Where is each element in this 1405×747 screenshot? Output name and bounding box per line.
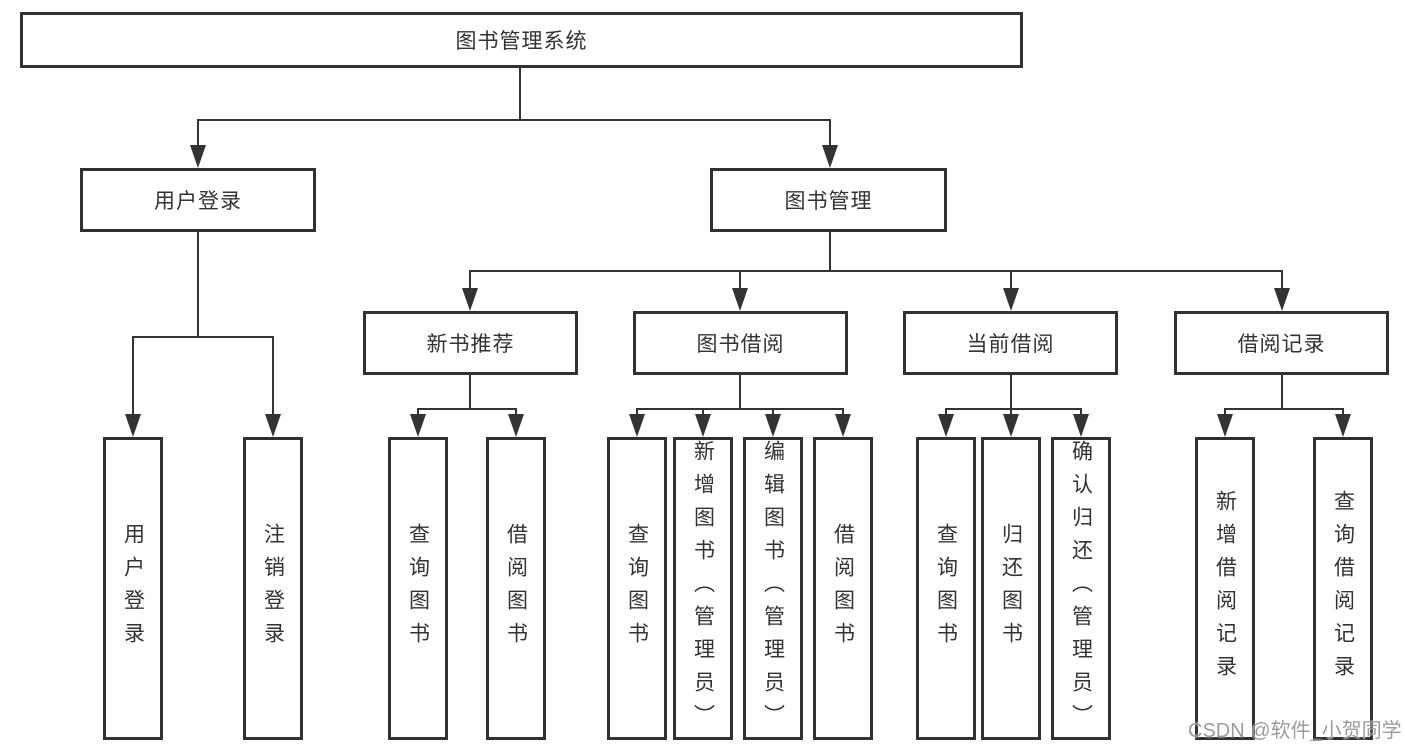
connector-vline (772, 410, 774, 415)
node-book-borrowing: 图书借阅 (633, 311, 848, 375)
node-new-book-recommend-label: 新书推荐 (426, 333, 515, 356)
watermark: CSDN @软件_小贺同学 (1188, 720, 1402, 742)
connector-vline (842, 410, 844, 415)
node-leaf-query-books-current: 查询图书 (916, 437, 976, 740)
node-leaf-query-books-borrowing: 查询图书 (607, 437, 667, 740)
arrowhead-down (765, 414, 781, 437)
arrowhead-down (1335, 414, 1351, 437)
connector-hline (469, 270, 1283, 272)
connector-vline (1010, 375, 1012, 409)
arrowhead-down (822, 145, 838, 168)
connector-vline (197, 232, 199, 337)
arrowhead-down (125, 414, 141, 437)
node-leaf-query-books-recommend-label: 查询图书 (406, 522, 430, 655)
node-book-management-label: 图书管理 (784, 190, 873, 213)
node-leaf-user-login-label: 用户登录 (121, 522, 145, 655)
node-leaf-logout-label: 注销登录 (261, 522, 285, 655)
node-new-book-recommend: 新书推荐 (363, 311, 578, 375)
connector-vline (829, 232, 831, 271)
connector-vline (636, 410, 638, 415)
connector-vline (702, 410, 704, 415)
node-root-label: 图书管理系统 (455, 30, 588, 53)
node-leaf-return-book: 归还图书 (981, 437, 1041, 740)
arrowhead-down (1217, 414, 1233, 437)
node-leaf-add-borrow-record: 新增借阅记录 (1195, 437, 1255, 740)
node-current-borrowing-label: 当前借阅 (966, 333, 1055, 356)
arrowhead-down (1073, 414, 1089, 437)
connector-vline (1010, 410, 1012, 415)
node-leaf-query-books-recommend: 查询图书 (388, 437, 448, 740)
arrowhead-down (190, 145, 206, 168)
node-leaf-return-book-label: 归还图书 (999, 522, 1023, 655)
connector-hline (945, 408, 1082, 410)
node-leaf-borrow-books-borrowing: 借阅图书 (813, 437, 873, 740)
arrowhead-down (410, 414, 426, 437)
node-root: 图书管理系统 (20, 12, 1023, 68)
node-user-login: 用户登录 (80, 168, 316, 232)
connector-vline (739, 375, 741, 409)
arrowhead-down (265, 414, 281, 437)
arrowhead-down (508, 414, 524, 437)
node-leaf-confirm-return-admin-label: 确认归还（管理员） (1069, 440, 1093, 737)
arrowhead-down (462, 288, 478, 311)
connector-vline (1010, 272, 1012, 289)
arrowhead-down (1003, 288, 1019, 311)
node-leaf-borrow-books-recommend: 借阅图书 (486, 437, 546, 740)
node-book-borrowing-label: 图书借阅 (696, 333, 785, 356)
arrowhead-down (1274, 288, 1290, 311)
connector-vline (519, 68, 521, 121)
node-leaf-add-borrow-record-label: 新增借阅记录 (1213, 489, 1237, 688)
node-leaf-query-books-borrowing-label: 查询图书 (625, 522, 649, 655)
connector-vline (272, 338, 274, 415)
node-leaf-borrow-books-recommend-label: 借阅图书 (504, 522, 528, 655)
connector-vline (469, 272, 471, 289)
arrowhead-down (1003, 414, 1019, 437)
connector-vline (1080, 410, 1082, 415)
node-book-management: 图书管理 (710, 168, 947, 232)
arrowhead-down (629, 414, 645, 437)
node-leaf-query-borrow-record: 查询借阅记录 (1313, 437, 1373, 740)
node-user-login-label: 用户登录 (154, 190, 242, 213)
node-leaf-edit-book-admin: 编辑图书（管理员） (743, 437, 803, 740)
node-borrowing-records-label: 借阅记录 (1237, 333, 1326, 356)
connector-vline (515, 410, 517, 415)
connector-vline (197, 121, 199, 146)
connector-hline (197, 119, 831, 121)
connector-vline (469, 375, 471, 409)
connector-hline (417, 408, 517, 410)
connector-hline (132, 336, 274, 338)
connector-vline (132, 338, 134, 415)
connector-vline (1281, 272, 1283, 289)
connector-vline (829, 121, 831, 146)
node-leaf-query-borrow-record-label: 查询借阅记录 (1331, 489, 1355, 688)
node-leaf-confirm-return-admin: 确认归还（管理员） (1051, 437, 1111, 740)
arrowhead-down (732, 288, 748, 311)
connector-hline (1224, 408, 1344, 410)
node-leaf-logout: 注销登录 (243, 437, 303, 740)
connector-vline (945, 410, 947, 415)
node-leaf-add-book-admin-label: 新增图书（管理员） (691, 440, 715, 737)
node-leaf-user-login: 用户登录 (103, 437, 163, 740)
node-leaf-add-book-admin: 新增图书（管理员） (673, 437, 733, 740)
node-leaf-borrow-books-borrowing-label: 借阅图书 (831, 522, 855, 655)
node-leaf-query-books-current-label: 查询图书 (934, 522, 958, 655)
connector-vline (417, 410, 419, 415)
connector-vline (1342, 410, 1344, 415)
arrowhead-down (695, 414, 711, 437)
arrowhead-down (938, 414, 954, 437)
connector-vline (1224, 410, 1226, 415)
node-leaf-edit-book-admin-label: 编辑图书（管理员） (761, 440, 785, 737)
node-current-borrowing: 当前借阅 (903, 311, 1118, 375)
node-borrowing-records: 借阅记录 (1174, 311, 1389, 375)
connector-hline (636, 408, 844, 410)
arrowhead-down (835, 414, 851, 437)
connector-vline (1281, 375, 1283, 409)
connector-vline (739, 272, 741, 289)
